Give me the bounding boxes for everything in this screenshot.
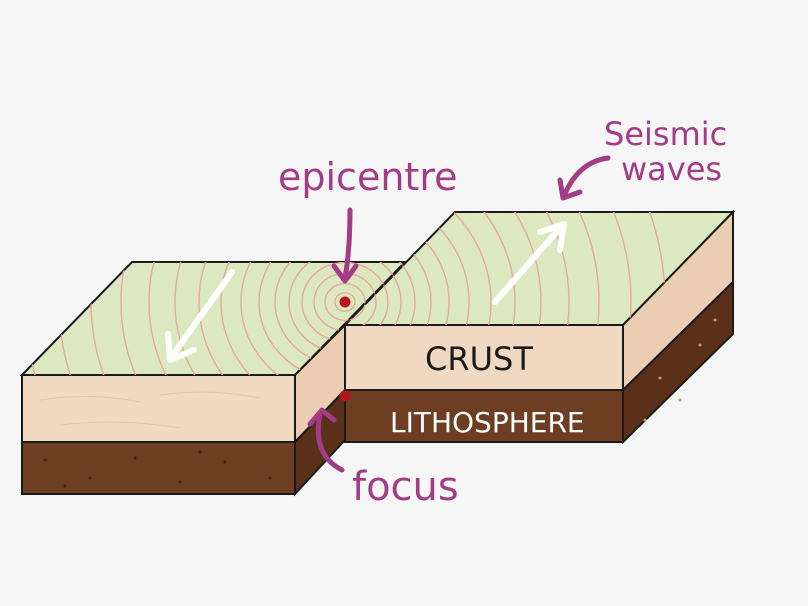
right-block-side-litho: [622, 279, 734, 445]
seismic-label-line1: Seismic: [604, 115, 727, 153]
wave-ring: [324, 282, 366, 322]
crust-label: CRUST: [425, 340, 533, 378]
left-block-lithosphere: [21, 441, 296, 495]
left-crust-texture: [39, 391, 261, 429]
focus-point: [339, 390, 351, 402]
epicentre-pointer: [331, 207, 359, 284]
wave-ring: [345, 272, 377, 325]
epicentre-point: [339, 296, 351, 308]
wave-ring: [345, 212, 600, 325]
wave-ring: [220, 262, 405, 375]
wave-ring: [345, 236, 416, 325]
wave-ring: [148, 262, 405, 375]
right-block-lithosphere: [344, 389, 624, 443]
wave-ring: [345, 212, 470, 325]
wave-ring: [345, 212, 632, 325]
focus-label: focus: [352, 464, 459, 510]
wave-ring: [345, 249, 402, 325]
seismic-waves-pointer: [557, 155, 611, 201]
wave-ring: [345, 212, 492, 325]
wave-ring: [345, 212, 516, 325]
wave-ring: [120, 262, 405, 375]
seismic-label-line2: waves: [621, 150, 722, 188]
lithosphere-label: LITHOSPHERE: [390, 406, 585, 439]
wave-ring: [174, 262, 405, 375]
wave-ring: [345, 222, 432, 325]
wave-ring: [345, 212, 570, 325]
wave-ring: [345, 212, 542, 325]
wave-ring: [334, 292, 356, 312]
wave-ring: [345, 261, 389, 325]
right-block: [342, 209, 736, 445]
right-motion-arrow: [492, 221, 567, 305]
epicentre-label: epicentre: [278, 155, 457, 199]
wave-ring: [240, 262, 405, 375]
wave-ring: [345, 212, 450, 325]
wave-ring: [258, 262, 405, 375]
wave-ring: [198, 262, 405, 375]
right-litho-dots: [643, 318, 717, 422]
left-motion-arrow: [165, 269, 235, 363]
left-block-crust: [21, 374, 296, 443]
left-litho-dots: [43, 450, 272, 488]
focus-pointer: [307, 407, 345, 473]
